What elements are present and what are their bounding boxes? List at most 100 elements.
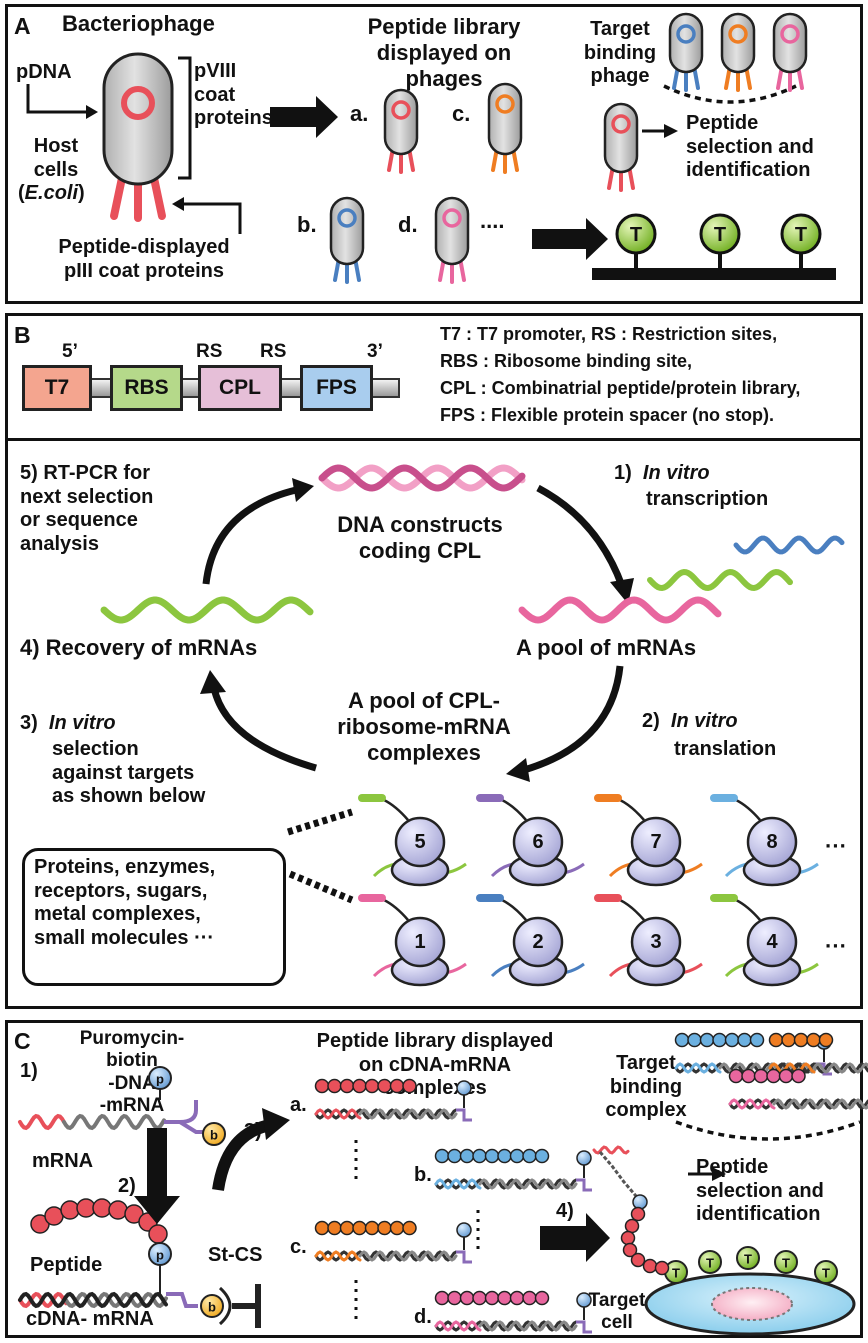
c-complex-c-puromycin [456, 1222, 472, 1238]
c-complex-d-mrna-rest [478, 1320, 578, 1332]
step3-in-vitro: In vitro [48, 712, 116, 734]
c-cell-target-sphere-4 [774, 1250, 798, 1274]
rbs-box: RBS [110, 365, 183, 411]
cdna-mrna-label: cDNA- mRNA [26, 1308, 154, 1330]
phage-letter-d: d. [398, 212, 418, 237]
ribosome-2-linker [501, 898, 527, 921]
ribosome-6-number: 6 [532, 831, 543, 853]
step4-label: 4) Recovery of mRNAs [20, 635, 258, 660]
step1-label: 1) In vitro [614, 462, 710, 484]
step1-c: 1) [20, 1060, 38, 1082]
c-cell-target-sphere-2 [698, 1250, 722, 1274]
target-cell-label: Target cell [588, 1290, 646, 1334]
step5-label: 5) RT-PCR for next selection or sequence… [20, 462, 154, 555]
c-complex-b-bead-4 [472, 1148, 487, 1164]
c-complex-a-bead-3 [339, 1078, 355, 1094]
c-top-complex-orange [768, 1032, 868, 1074]
cycle-arrow-4-head [292, 478, 314, 502]
step3-label: 3) In vitro [20, 712, 116, 734]
step2-c: 2) [118, 1175, 136, 1197]
ribosome-7-number: 7 [650, 831, 661, 853]
five-prime: 5’ [62, 341, 78, 362]
pviii-bracket [178, 56, 192, 180]
phage-c [487, 82, 523, 174]
target-surface-a [592, 268, 836, 280]
mrna-pink [518, 596, 722, 624]
c-bind-bead-7 [654, 1260, 670, 1276]
pool-of-mrnas-label: A pool of mRNAs [516, 635, 697, 660]
c-bind-puromycin [632, 1194, 648, 1210]
c-puromycin-badge-letter: p [156, 1072, 164, 1087]
c-cell-target-letter-4: T [782, 1256, 790, 1271]
c-complex-a-mrna-rest [358, 1108, 458, 1120]
ribosome-7-linker [619, 798, 645, 821]
c-complex-c-bead-4 [352, 1220, 367, 1236]
ribosome-5: 5 [358, 794, 467, 887]
c-bind-bead-1 [630, 1206, 646, 1222]
c-complex-d-bead-6 [497, 1290, 512, 1306]
target-1: T [615, 213, 657, 268]
ribosome-1-linker [383, 898, 409, 921]
target-letter-2: T [714, 224, 726, 246]
phage-ellipsis: .... [480, 208, 505, 233]
c-complex-b-bead-1 [434, 1148, 450, 1164]
big-arrow-a2 [532, 218, 608, 260]
step3-number: 3) [20, 712, 38, 734]
c-complex-d-bead-8 [522, 1290, 537, 1306]
puromycin-label: Puromycin-biotin -DNA -mRNA [79, 1028, 185, 1117]
ribosome-8-number: 8 [766, 831, 777, 853]
target-complex-label: Target binding complex [605, 1052, 687, 1122]
c-duplex-cdna [18, 1291, 168, 1309]
c-complex-a-linker [456, 1108, 472, 1122]
selection-arrow-a-head [664, 124, 678, 138]
ribosome-ellipsis-top: ··· [825, 834, 847, 859]
ribosome-1-large-subunit [394, 916, 446, 968]
selection-label-a: Peptide selection and identification [686, 112, 814, 182]
panel-c-label: C [14, 1028, 31, 1054]
c-complex-d-bead-2 [447, 1290, 462, 1306]
c-complex-c-bead-3 [339, 1220, 355, 1236]
c-complex-c-bead-2 [327, 1220, 342, 1236]
phage-top-pink-genome [780, 24, 800, 44]
step3-selection: selection against targets as shown below [52, 738, 206, 808]
phage-a-genome [391, 100, 411, 120]
ribosome-3-linker [619, 898, 645, 921]
ribosome-2: 2 [476, 894, 585, 987]
letter-c-d: d. [414, 1306, 432, 1328]
c-complex-d-linker [576, 1320, 592, 1334]
c-complex-a-bead-8 [402, 1078, 417, 1094]
dna-constructs-label: DNA constructs coding CPL [337, 512, 503, 563]
c-complex-a-mrna-part [314, 1108, 362, 1120]
ribosome-6-large-subunit [512, 816, 564, 868]
target-sphere-3 [780, 213, 822, 255]
host-cells-label: Host cells [33, 135, 79, 181]
cycle-arrow-3-head [200, 670, 226, 694]
dna-double-helix [318, 464, 526, 492]
dashed-link-top [286, 808, 354, 836]
letter-c-c: c. [290, 1236, 307, 1258]
c-complex-d [434, 1290, 592, 1334]
c-cell-target-1: T [664, 1260, 688, 1284]
c-complex-d-bead-5 [484, 1290, 500, 1306]
c-complex-c-bead-1 [314, 1220, 330, 1236]
ribosome-5-linker [383, 798, 409, 821]
targets-box [22, 848, 286, 986]
target-letter-1: T [630, 224, 642, 246]
cpl-box: CPL [198, 365, 282, 411]
pdna-arrow [26, 84, 88, 114]
piii-arrow [184, 202, 242, 234]
cycle-arrow-1-head [610, 578, 634, 604]
phage-letter-b: b. [297, 212, 317, 237]
c-top-complex-pink-bead-4 [766, 1068, 781, 1084]
ribosome-4-linker [735, 898, 761, 921]
c-puromycin-badge [148, 1066, 172, 1090]
c-top-complex-blue-bead-6 [737, 1032, 752, 1048]
c-top-complex-blue-bead-5 [724, 1032, 740, 1048]
c-peptide-bead-9 [148, 1224, 168, 1244]
c-top-complex-pink-bead-3 [753, 1068, 769, 1084]
c-complex-c-bead-6 [377, 1220, 392, 1236]
c-complex-d-bead-9 [534, 1290, 550, 1306]
c-biotin-badge-2-letter: b [208, 1300, 216, 1315]
